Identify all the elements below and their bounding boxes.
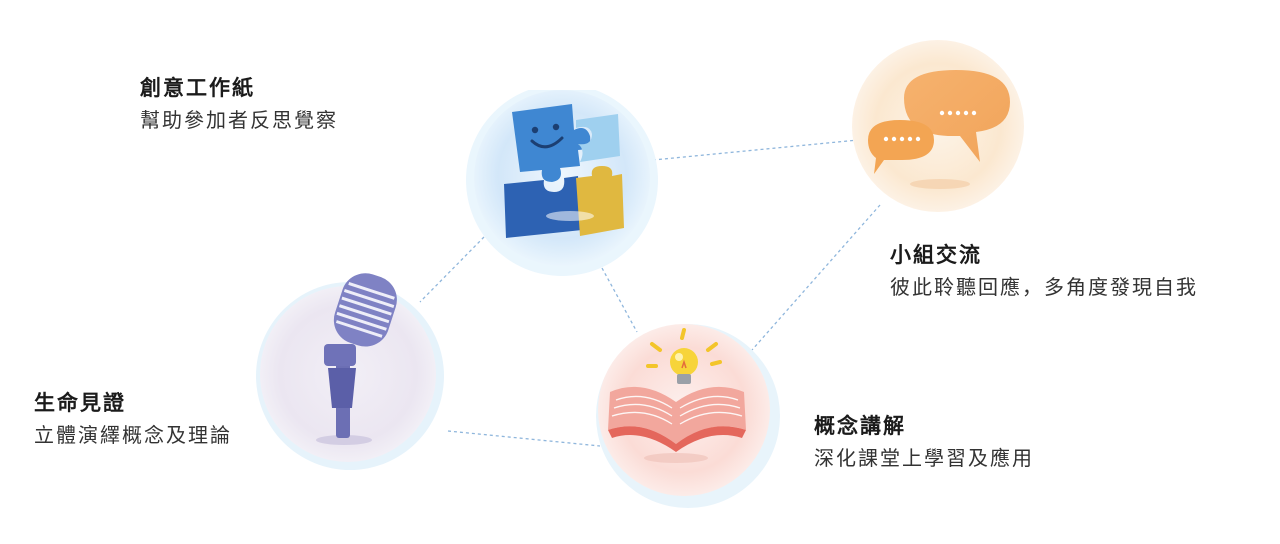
open-book-lightbulb-icon [608, 328, 746, 463]
node-concept-explanation [592, 322, 784, 508]
speech-bubbles-icon [868, 70, 1010, 189]
caption-life-testimony: 生命見證 立體演繹概念及理論 [34, 388, 232, 452]
node-life-testimony [256, 268, 452, 472]
node-title: 小組交流 [890, 243, 982, 267]
node-subtitle: 幫助參加者反思覺察 [140, 108, 338, 132]
connector-testimony-to-concept [447, 430, 601, 447]
connector-worksheet-to-concept [601, 267, 638, 333]
caption-creative-worksheet: 創意工作紙 幫助參加者反思覺察 [140, 73, 338, 137]
node-subtitle: 立體演繹概念及理論 [34, 423, 232, 447]
node-subtitle: 深化課堂上學習及應用 [814, 446, 1034, 470]
caption-concept-explanation: 概念講解 深化課堂上學習及應用 [814, 411, 1034, 475]
connector-sharing-to-concept [751, 204, 881, 351]
node-creative-worksheet [460, 90, 660, 280]
connector-worksheet-to-sharing [652, 139, 859, 161]
node-title: 生命見證 [34, 391, 126, 415]
caption-group-sharing: 小組交流 彼此聆聽回應，多角度發現自我 [890, 240, 1198, 304]
puzzle-icon [504, 104, 624, 238]
node-title: 創意工作紙 [140, 76, 255, 100]
node-title: 概念講解 [814, 414, 906, 438]
node-group-sharing [848, 36, 1034, 218]
node-subtitle: 彼此聆聽回應，多角度發現自我 [890, 275, 1198, 299]
microphone-icon [316, 273, 397, 445]
